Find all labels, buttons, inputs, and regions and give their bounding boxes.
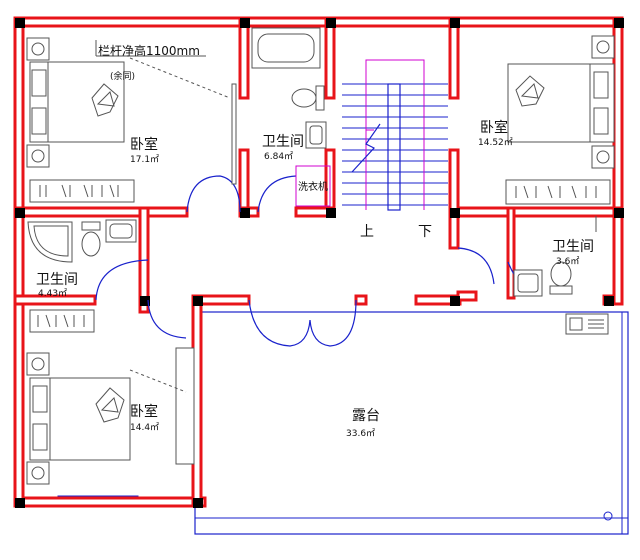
doors	[95, 175, 541, 347]
bath-top-area: 6.84㎡	[264, 151, 293, 162]
bed-icon	[507, 63, 615, 143]
column	[614, 18, 624, 28]
bathtub-icon	[251, 27, 321, 69]
column	[240, 18, 250, 28]
column	[326, 18, 336, 28]
sink-icon	[305, 121, 327, 149]
column	[140, 296, 150, 306]
bedroom-nw-name: 卧室	[130, 136, 158, 153]
column	[15, 208, 25, 218]
column	[326, 208, 336, 218]
bed-icon	[29, 377, 131, 461]
bedroom-ne-area: 14.52㎡	[478, 137, 513, 148]
terrace-railing	[194, 311, 629, 535]
column	[193, 498, 203, 508]
nightstand-icon	[26, 37, 50, 168]
nightstand-icon	[26, 352, 50, 485]
column	[240, 208, 250, 218]
bedroom-sw-name: 卧室	[130, 403, 158, 420]
bedroom-sw-area: 14.4㎡	[130, 422, 159, 433]
column	[450, 208, 460, 218]
terrace-name: 露台	[352, 408, 380, 424]
sink-icon	[513, 269, 543, 297]
kitchen-sink-icon	[565, 313, 609, 335]
optional-note: (余同)	[110, 70, 135, 82]
bath-east-area: 3.6㎡	[556, 256, 579, 267]
stair-down-label: 下	[418, 224, 432, 240]
column	[450, 18, 460, 28]
wardrobe-icon	[29, 179, 135, 203]
nightstand-icon	[591, 35, 615, 169]
column	[614, 208, 624, 218]
terrace-area: 33.6㎡	[346, 428, 375, 439]
tv-cabinet	[175, 347, 195, 465]
wardrobe-icon	[505, 179, 611, 205]
bath-top-name: 卫生间	[262, 134, 304, 150]
column	[450, 296, 460, 306]
stair-up-label: 上	[360, 224, 374, 240]
sink-icon	[105, 219, 137, 243]
washer-box	[295, 165, 331, 207]
sliding-door	[231, 83, 237, 185]
staircase	[342, 59, 448, 211]
bedroom-nw-area: 17.1㎡	[130, 154, 159, 165]
toilet-icon	[291, 85, 325, 111]
column	[15, 498, 25, 508]
wardrobe-icon	[29, 309, 95, 333]
bath-west-name: 卫生间	[36, 272, 78, 288]
column	[604, 296, 614, 306]
toilet-icon	[81, 221, 101, 257]
columns	[15, 18, 624, 508]
railing-note: 栏杆净高1100mm	[98, 43, 200, 58]
column	[15, 18, 25, 28]
washer-label: 洗衣机	[298, 180, 328, 193]
column	[193, 296, 203, 306]
shower-icon	[27, 221, 73, 263]
toilet-icon	[549, 261, 573, 295]
bath-east-name: 卫生间	[552, 239, 594, 255]
bath-west-area: 4.43㎡	[38, 288, 67, 299]
bedroom-ne-name: 卧室	[480, 119, 508, 136]
bed-icon	[29, 61, 125, 143]
